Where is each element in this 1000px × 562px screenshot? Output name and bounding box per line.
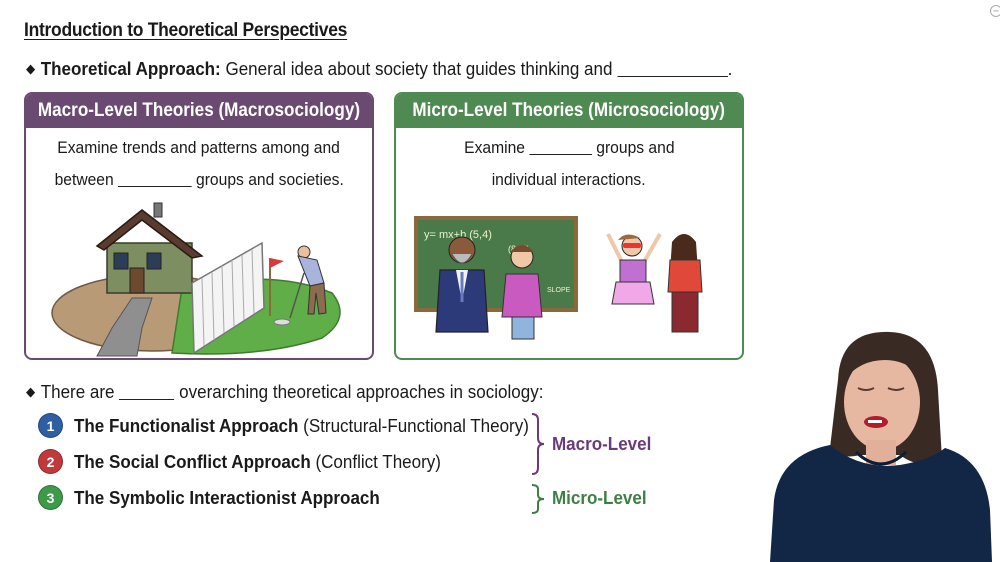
definition-text: General idea about society that guides t… [225, 58, 613, 79]
page-title: Introduction to Theoretical Perspectives [24, 20, 348, 41]
macro-line-2-after: groups and societies. [195, 170, 344, 189]
svg-text:y= mx+b (5,4): y= mx+b (5,4) [424, 229, 492, 241]
micro-line-1-after: groups and [595, 138, 675, 157]
diamond-bullet-icon: ◆ [26, 384, 36, 399]
macro-box-title: Macro-Level Theories (Macrosociology) [37, 100, 361, 121]
intro-after: overarching theoretical approaches in so… [179, 381, 544, 402]
micro-box-header: Micro-Level Theories (Microsociology) [396, 94, 742, 128]
approach-item-2: 2 The Social Conflict Approach (Conflict… [38, 449, 473, 474]
svg-text:SLOPE: SLOPE [547, 287, 571, 294]
diamond-bullet-icon: ◆ [26, 61, 36, 76]
minimize-circle-icon[interactable] [986, 4, 1000, 18]
macro-box-description: Examine trends and patterns among and be… [26, 132, 372, 196]
approach-alt-name: (Structural-Functional Theory) [303, 414, 529, 436]
micro-line-1-before: Examine [463, 138, 525, 157]
period: . [727, 58, 733, 79]
number-3-badge: 3 [38, 485, 63, 510]
definition-line: ◆ Theoretical Approach: General idea abou… [26, 58, 732, 80]
micro-box-description: Examine groups and individual interactio… [396, 132, 742, 196]
intro-before: There are [40, 381, 115, 402]
approach-name: The Symbolic Interactionist Approach [74, 486, 380, 508]
fill-blank [529, 139, 592, 155]
approach-item-1: 1 The Functionalist Approach (Structural… [38, 413, 568, 438]
macro-line-2-before: between [54, 170, 114, 189]
approaches-intro: ◆ There are overarching theoretical appro… [26, 381, 543, 403]
micro-level-label: Micro-Level [552, 487, 647, 508]
macro-level-label: Macro-Level [552, 433, 652, 454]
fill-blank [617, 61, 728, 77]
approach-alt-name: (Conflict Theory) [315, 450, 441, 472]
presenter-video [770, 331, 992, 562]
macro-line-1: Examine trends and patterns among and [57, 138, 341, 157]
approach-name: The Functionalist Approach [74, 414, 299, 436]
micro-level-box: Micro-Level Theories (Microsociology) Ex… [394, 92, 744, 360]
fill-blank [119, 384, 175, 400]
micro-line-2: individual interactions. [492, 170, 646, 189]
micro-box-title: Micro-Level Theories (Microsociology) [412, 100, 726, 121]
macro-brace-icon [531, 413, 545, 475]
number-1-badge: 1 [38, 413, 63, 438]
house-golf-illustration [51, 202, 341, 357]
number-2-badge: 2 [38, 449, 63, 474]
macro-level-box: Macro-Level Theories (Macrosociology) Ex… [24, 92, 374, 360]
chalkboard-friends-illustration: y= mx+b (5,4) (8,-5) SLOPE [414, 216, 703, 340]
definition-term: Theoretical Approach: [40, 58, 221, 79]
fill-blank [117, 171, 192, 187]
approach-item-3: 3 The Symbolic Interactionist Approach [38, 485, 406, 510]
approach-name: The Social Conflict Approach [74, 450, 311, 472]
macro-box-header: Macro-Level Theories (Macrosociology) [26, 94, 372, 128]
micro-brace-icon [531, 484, 545, 514]
